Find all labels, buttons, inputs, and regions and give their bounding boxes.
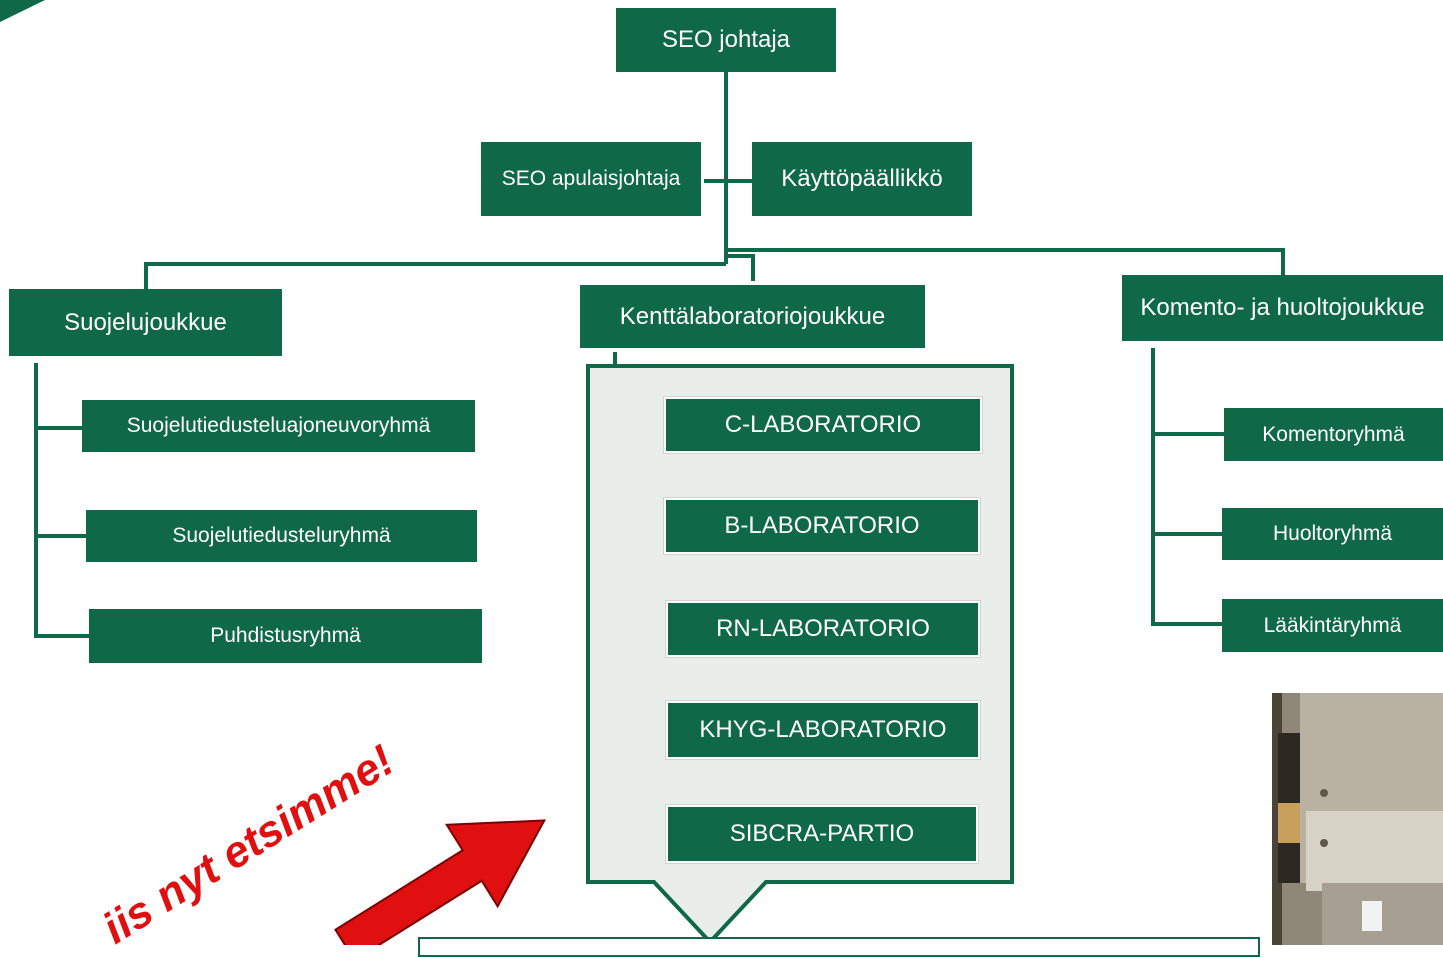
command-group-command: Komentoryhmä (1224, 408, 1443, 461)
command-group-medical: Lääkintäryhmä (1222, 599, 1443, 652)
director-box: SEO johtaja (616, 8, 836, 72)
lab-equipment-photo (1272, 693, 1443, 945)
deputy-director-box: SEO apulaisjohtaja (481, 142, 701, 216)
protection-group-decon: Puhdistusryhmä (89, 609, 482, 663)
lab-group-rn: RN-LABORATORIO (666, 601, 980, 657)
bottom-text-box (418, 937, 1260, 957)
lab-group-sibcra: SIBCRA-PARTIO (666, 805, 978, 863)
operations-manager-box: Käyttöpäällikkö (752, 142, 972, 216)
protection-group-recon: Suojelutiedusteluryhmä (86, 510, 477, 562)
command-group-logistics: Huoltoryhmä (1222, 508, 1443, 560)
lab-group-c: C-LABORATORIO (664, 397, 982, 453)
lab-group-khyg: KHYG-LABORATORIO (666, 701, 980, 759)
corner-decoration (0, 0, 45, 22)
lab-group-b: B-LABORATORIO (664, 498, 980, 554)
annotation-text: iis nyt etsimme! (94, 736, 402, 945)
protection-group-vehicle-recon: Suojelutiedusteluajoneuvoryhmä (82, 400, 475, 452)
command-logistics-platoon-box: Komento- ja huoltojoukkue (1122, 275, 1443, 341)
protection-platoon-box: Suojelujoukkue (9, 289, 282, 356)
field-lab-platoon-box: Kenttälaboratoriojoukkue (580, 285, 925, 348)
